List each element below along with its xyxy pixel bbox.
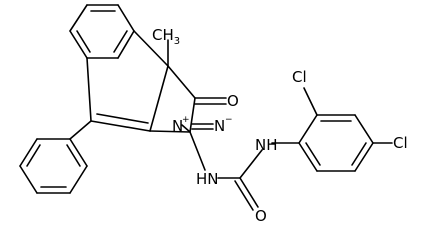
chlorine-para-label: Cl [393, 134, 408, 152]
diazo-group [181, 123, 214, 133]
urea-nh-upper-label: NH [255, 136, 278, 154]
positive-charge-label: + [182, 115, 190, 125]
bicyclic-core [86, 30, 227, 133]
methyl-subscript: 3 [174, 36, 180, 47]
phenyl-ring [19, 120, 92, 194]
methyl-ch-text: CH [152, 26, 174, 44]
urea-hn-lower-label: HN [196, 170, 219, 188]
diazo-nitrogen-negative-label: N [214, 117, 225, 135]
carbonyl-oxygen-label: O [227, 92, 239, 110]
chlorine-ortho-label: Cl [292, 68, 307, 86]
diazo-nitrogen-positive-label: N [172, 117, 183, 135]
negative-charge-label: − [225, 115, 233, 125]
urea-oxygen-label: O [255, 207, 267, 221]
dichlorophenyl-ring [271, 87, 393, 172]
methyl-label: CH3 [152, 26, 180, 47]
benzo-ring [69, 4, 135, 59]
urea-linker [189, 131, 263, 211]
chemical-structure-diagram: CH3 O N + N − NH HN O Cl Cl [19, 4, 408, 221]
